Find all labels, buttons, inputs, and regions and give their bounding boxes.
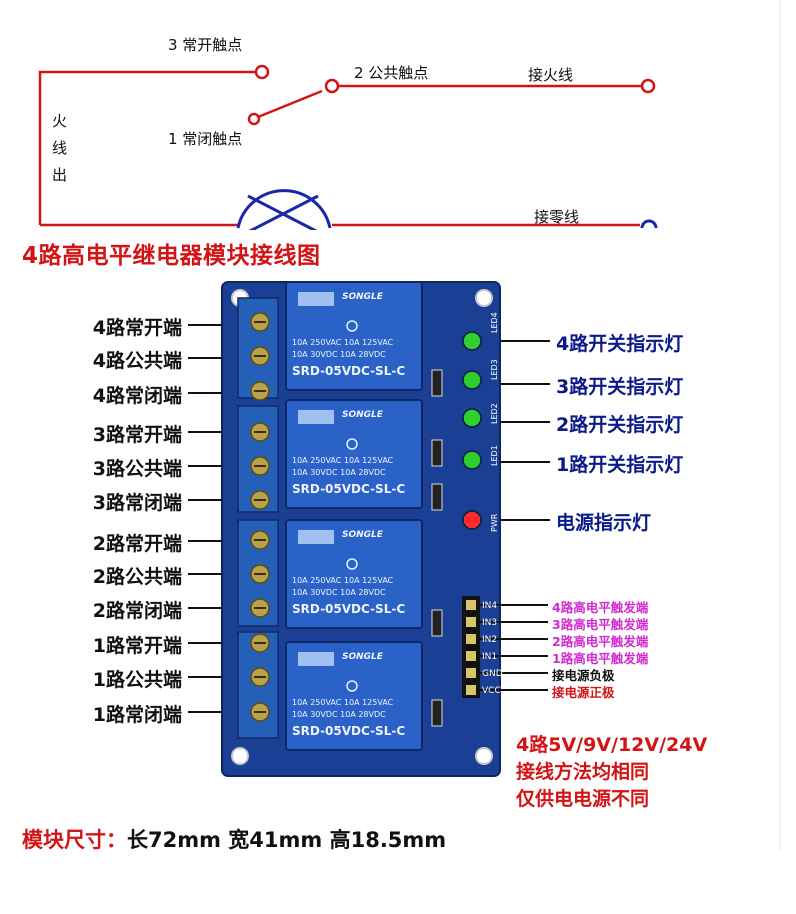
terminal-screw bbox=[250, 346, 270, 366]
relay-rating-ac: 10A 250VAC 10A 125VAC bbox=[292, 456, 394, 465]
led4-silk: LED4 bbox=[490, 312, 499, 333]
pwr-silk: PWR bbox=[490, 513, 499, 532]
relay-label-4: SONGLE 10A 250VAC 10A 125VAC 10A 30VDC 10A… bbox=[290, 282, 420, 390]
relay-brand: SONGLE bbox=[342, 652, 383, 662]
terminal-label: 2路常闭端 bbox=[92, 600, 182, 622]
terminal-label: 4路常闭端 bbox=[92, 385, 182, 407]
terminal-label: 4路公共端 bbox=[92, 350, 182, 372]
wiring-note: 接线方法均相同 bbox=[516, 761, 650, 783]
terminal-label: 2路常开端 bbox=[92, 533, 182, 555]
led-1 bbox=[462, 450, 482, 470]
dimensions-value: 长72mm 宽41mm 高18.5mm bbox=[127, 828, 447, 852]
nc-contact-label: 1 常闭触点 bbox=[168, 130, 243, 148]
terminal-screw bbox=[250, 598, 270, 618]
relay-model: SRD-05VDC-SL-C bbox=[292, 482, 406, 496]
pin-label-gnd: 接电源负极 bbox=[552, 668, 615, 683]
terminal-screw bbox=[250, 667, 270, 687]
terminal-label: 1路公共端 bbox=[92, 669, 182, 691]
live-in-label: 接火线 bbox=[528, 66, 574, 84]
led-2 bbox=[462, 408, 482, 428]
led2-silk: LED2 bbox=[490, 403, 499, 424]
terminal-screw bbox=[250, 381, 270, 401]
title-prefix: 4路高电平 bbox=[22, 243, 133, 269]
relay-model: SRD-05VDC-SL-C bbox=[292, 364, 406, 378]
terminal-screw bbox=[250, 312, 270, 332]
page-title: 4路高电平继电器模块接线图 bbox=[22, 236, 321, 270]
relay-model: SRD-05VDC-SL-C bbox=[292, 724, 406, 738]
terminal-label: 4路常开端 bbox=[92, 317, 182, 339]
pin-label-in3: 3路高电平触发端 bbox=[552, 617, 649, 632]
relay-rating-dc: 10A 30VDC 10A 28VDC bbox=[292, 468, 386, 477]
pin-label-vcc: 接电源正极 bbox=[552, 685, 615, 700]
power-led-label: 电源指示灯 bbox=[556, 512, 652, 534]
relay-rating-dc: 10A 30VDC 10A 28VDC bbox=[292, 588, 386, 597]
terminal-screw bbox=[250, 490, 270, 510]
terminal-screw bbox=[250, 702, 270, 722]
led4-label: 4路开关指示灯 bbox=[556, 333, 684, 355]
led-4 bbox=[462, 331, 482, 351]
terminal-label: 1路常闭端 bbox=[92, 704, 182, 726]
relay-brand: SONGLE bbox=[342, 410, 383, 420]
relay-brand: SONGLE bbox=[342, 292, 383, 302]
terminal-label: 1路常开端 bbox=[92, 635, 182, 657]
led3-label: 3路开关指示灯 bbox=[556, 376, 684, 398]
terminal-label: 3路常闭端 bbox=[92, 492, 182, 514]
terminal-screw bbox=[250, 456, 270, 476]
terminal-screw bbox=[250, 422, 270, 442]
relay-label-2: SONGLE 10A 250VAC 10A 125VAC 10A 30VDC 10A… bbox=[290, 520, 420, 628]
wiring-schematic bbox=[0, 64, 796, 235]
pin-label-in4: 4路高电平触发端 bbox=[552, 600, 649, 615]
power-led bbox=[462, 510, 482, 530]
module-dimensions: 模块尺寸：长72mm 宽41mm 高18.5mm bbox=[22, 824, 446, 854]
voltage-note: 4路5V/9V/12V/24V bbox=[516, 734, 708, 756]
terminal-label: 2路公共端 bbox=[92, 566, 182, 588]
led1-silk: LED1 bbox=[490, 445, 499, 466]
relay-rating-dc: 10A 30VDC 10A 28VDC bbox=[292, 350, 386, 359]
relay-rating-ac: 10A 250VAC 10A 125VAC bbox=[292, 338, 394, 347]
relay-rating-ac: 10A 250VAC 10A 125VAC bbox=[292, 576, 394, 585]
relay-label-3: SONGLE 10A 250VAC 10A 125VAC 10A 30VDC 10A… bbox=[290, 400, 420, 508]
relay-brand: SONGLE bbox=[342, 530, 383, 540]
led2-label: 2路开关指示灯 bbox=[556, 414, 684, 436]
led1-label: 1路开关指示灯 bbox=[556, 454, 684, 476]
dimensions-label: 模块尺寸： bbox=[22, 828, 127, 852]
terminal-screw bbox=[250, 633, 270, 653]
terminal-label: 3路公共端 bbox=[92, 458, 182, 480]
pin-label-in2: 2路高电平触发端 bbox=[552, 634, 649, 649]
live-out-label: 火 线 出 bbox=[52, 112, 68, 184]
relay-rating-dc: 10A 30VDC 10A 28VDC bbox=[292, 710, 386, 719]
led-3 bbox=[462, 370, 482, 390]
relay-model: SRD-05VDC-SL-C bbox=[292, 602, 406, 616]
supply-note: 仅供电电源不同 bbox=[516, 788, 650, 810]
terminal-screw bbox=[250, 564, 270, 584]
pin-label-in1: 1路高电平触发端 bbox=[552, 651, 649, 666]
neutral-in-label: 接零线 bbox=[534, 208, 580, 226]
header-silkscreen: IN4 IN3 IN2 IN1 GND VCC bbox=[482, 601, 503, 696]
no-contact-label: 3 常开触点 bbox=[168, 36, 243, 54]
led3-silk: LED3 bbox=[490, 359, 499, 380]
pin-header bbox=[462, 596, 480, 698]
terminal-label: 3路常开端 bbox=[92, 424, 182, 446]
title-suffix: 继电器模块接线图 bbox=[132, 243, 321, 269]
relay-label-1: SONGLE 10A 250VAC 10A 125VAC 10A 30VDC 10A… bbox=[290, 642, 420, 750]
terminal-screw bbox=[250, 530, 270, 550]
relay-rating-ac: 10A 250VAC 10A 125VAC bbox=[292, 698, 394, 707]
terminal-blocks bbox=[237, 297, 279, 739]
common-contact-label: 2 公共触点 bbox=[354, 64, 429, 82]
